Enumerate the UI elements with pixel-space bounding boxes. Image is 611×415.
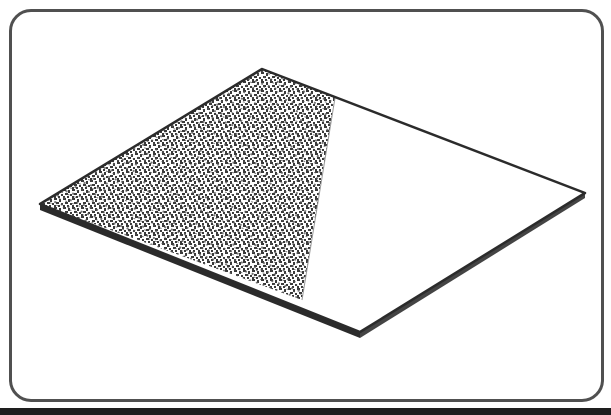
bottom-bar: [0, 408, 611, 415]
blank-region: [302, 98, 585, 332]
